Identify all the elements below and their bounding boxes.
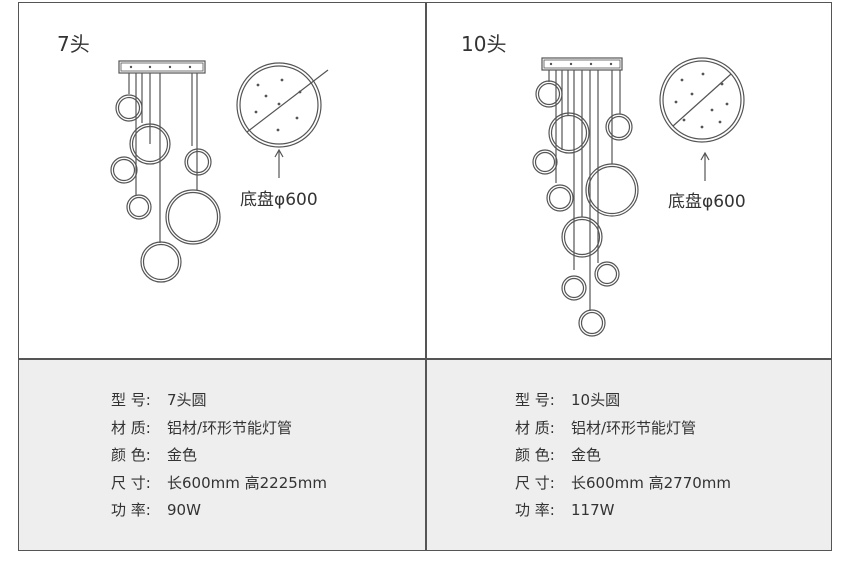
spec-label: 尺 寸: — [111, 473, 151, 492]
spec-label: 颜 色: — [515, 446, 555, 464]
spec-row-model: 型 号: 7头圆 — [111, 387, 327, 415]
panel-title-10: 10头 — [461, 32, 507, 56]
spec-list-7: 型 号: 7头圆 材 质: 铝材/环形节能灯管 颜 色: 金色 尺 寸: 长600mm … — [111, 387, 327, 525]
spec-row-size: 尺 寸: 长600mm 高2225mm — [111, 470, 327, 498]
spec-row-size: 尺 寸: 长600mm 高2770mm — [515, 470, 731, 498]
spec-label: 材 质: — [111, 418, 151, 437]
spec-value: 7头圆 — [167, 391, 207, 409]
spec-row-material: 材 质: 铝材/环形节能灯管 — [111, 415, 327, 443]
spec-row-power: 功 率: 117W — [515, 497, 731, 525]
spec-label: 型 号: — [111, 391, 151, 409]
spec-value: 长600mm 高2225mm — [167, 473, 328, 492]
spec-label: 型 号: — [515, 391, 555, 409]
spec-row-model: 型 号: 10头圆 — [515, 387, 731, 415]
base-plate-10 — [659, 57, 745, 143]
spec-label: 功 率: — [111, 501, 151, 519]
spec-row-power: 功 率: 90W — [111, 497, 327, 525]
spec-row-color: 颜 色: 金色 — [515, 442, 731, 470]
panel-title-7: 7头 — [57, 32, 90, 56]
spec-label: 颜 色: — [111, 446, 151, 464]
vertical-divider — [425, 2, 427, 551]
spec-value: 金色 — [167, 446, 198, 464]
spec-label: 尺 寸: — [515, 473, 555, 492]
spec-row-color: 颜 色: 金色 — [111, 442, 327, 470]
spec-row-material: 材 质: 铝材/环形节能灯管 — [515, 415, 731, 443]
spec-value: 90W — [167, 501, 201, 519]
spec-value: 金色 — [571, 446, 602, 464]
spec-label: 材 质: — [515, 418, 555, 437]
spec-value: 10头圆 — [571, 391, 621, 409]
base-plate-7 — [236, 62, 329, 148]
lamp-10-drawing — [532, 57, 639, 337]
spec-value: 117W — [571, 501, 615, 519]
spec-list-10: 型 号: 10头圆 材 质: 铝材/环形节能灯管 颜 色: 金色 尺 寸: 长600mm… — [515, 387, 731, 525]
lamp-7-drawing — [110, 60, 221, 283]
spec-value: 长600mm 高2770mm — [571, 473, 732, 492]
spec-label: 功 率: — [515, 501, 555, 519]
canopy-7 — [118, 60, 206, 74]
horizontal-divider — [18, 358, 832, 360]
base-label-7: 底盘φ600 — [240, 190, 318, 210]
spec-value: 铝材/环形节能灯管 — [167, 418, 293, 437]
spec-value: 铝材/环形节能灯管 — [571, 418, 697, 437]
base-label-10: 底盘φ600 — [668, 192, 746, 212]
